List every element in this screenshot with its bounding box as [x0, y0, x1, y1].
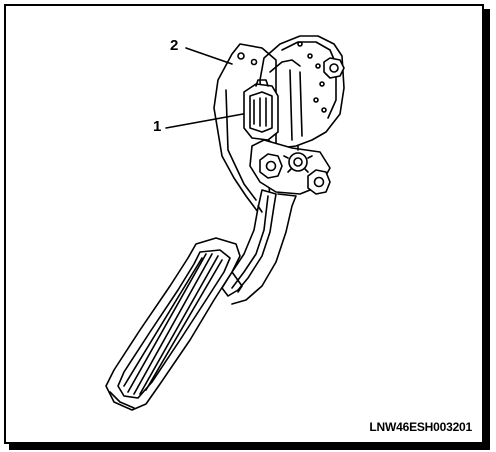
bolt-right: [307, 169, 331, 195]
diagram-frame: [4, 4, 484, 444]
callout-1: 1: [153, 118, 162, 135]
callout-1-leader: [165, 113, 244, 129]
reference-code: LNW46ESH003201: [369, 420, 472, 434]
pedal-arm: [221, 189, 277, 297]
bolt-top: [323, 57, 345, 79]
bolt-left: [259, 153, 283, 179]
pedal-pad: [105, 237, 243, 411]
rotor-hub: [283, 145, 313, 173]
callout-2: 2: [170, 37, 179, 54]
connector: [243, 79, 279, 141]
callout-2-leader: [185, 47, 233, 65]
